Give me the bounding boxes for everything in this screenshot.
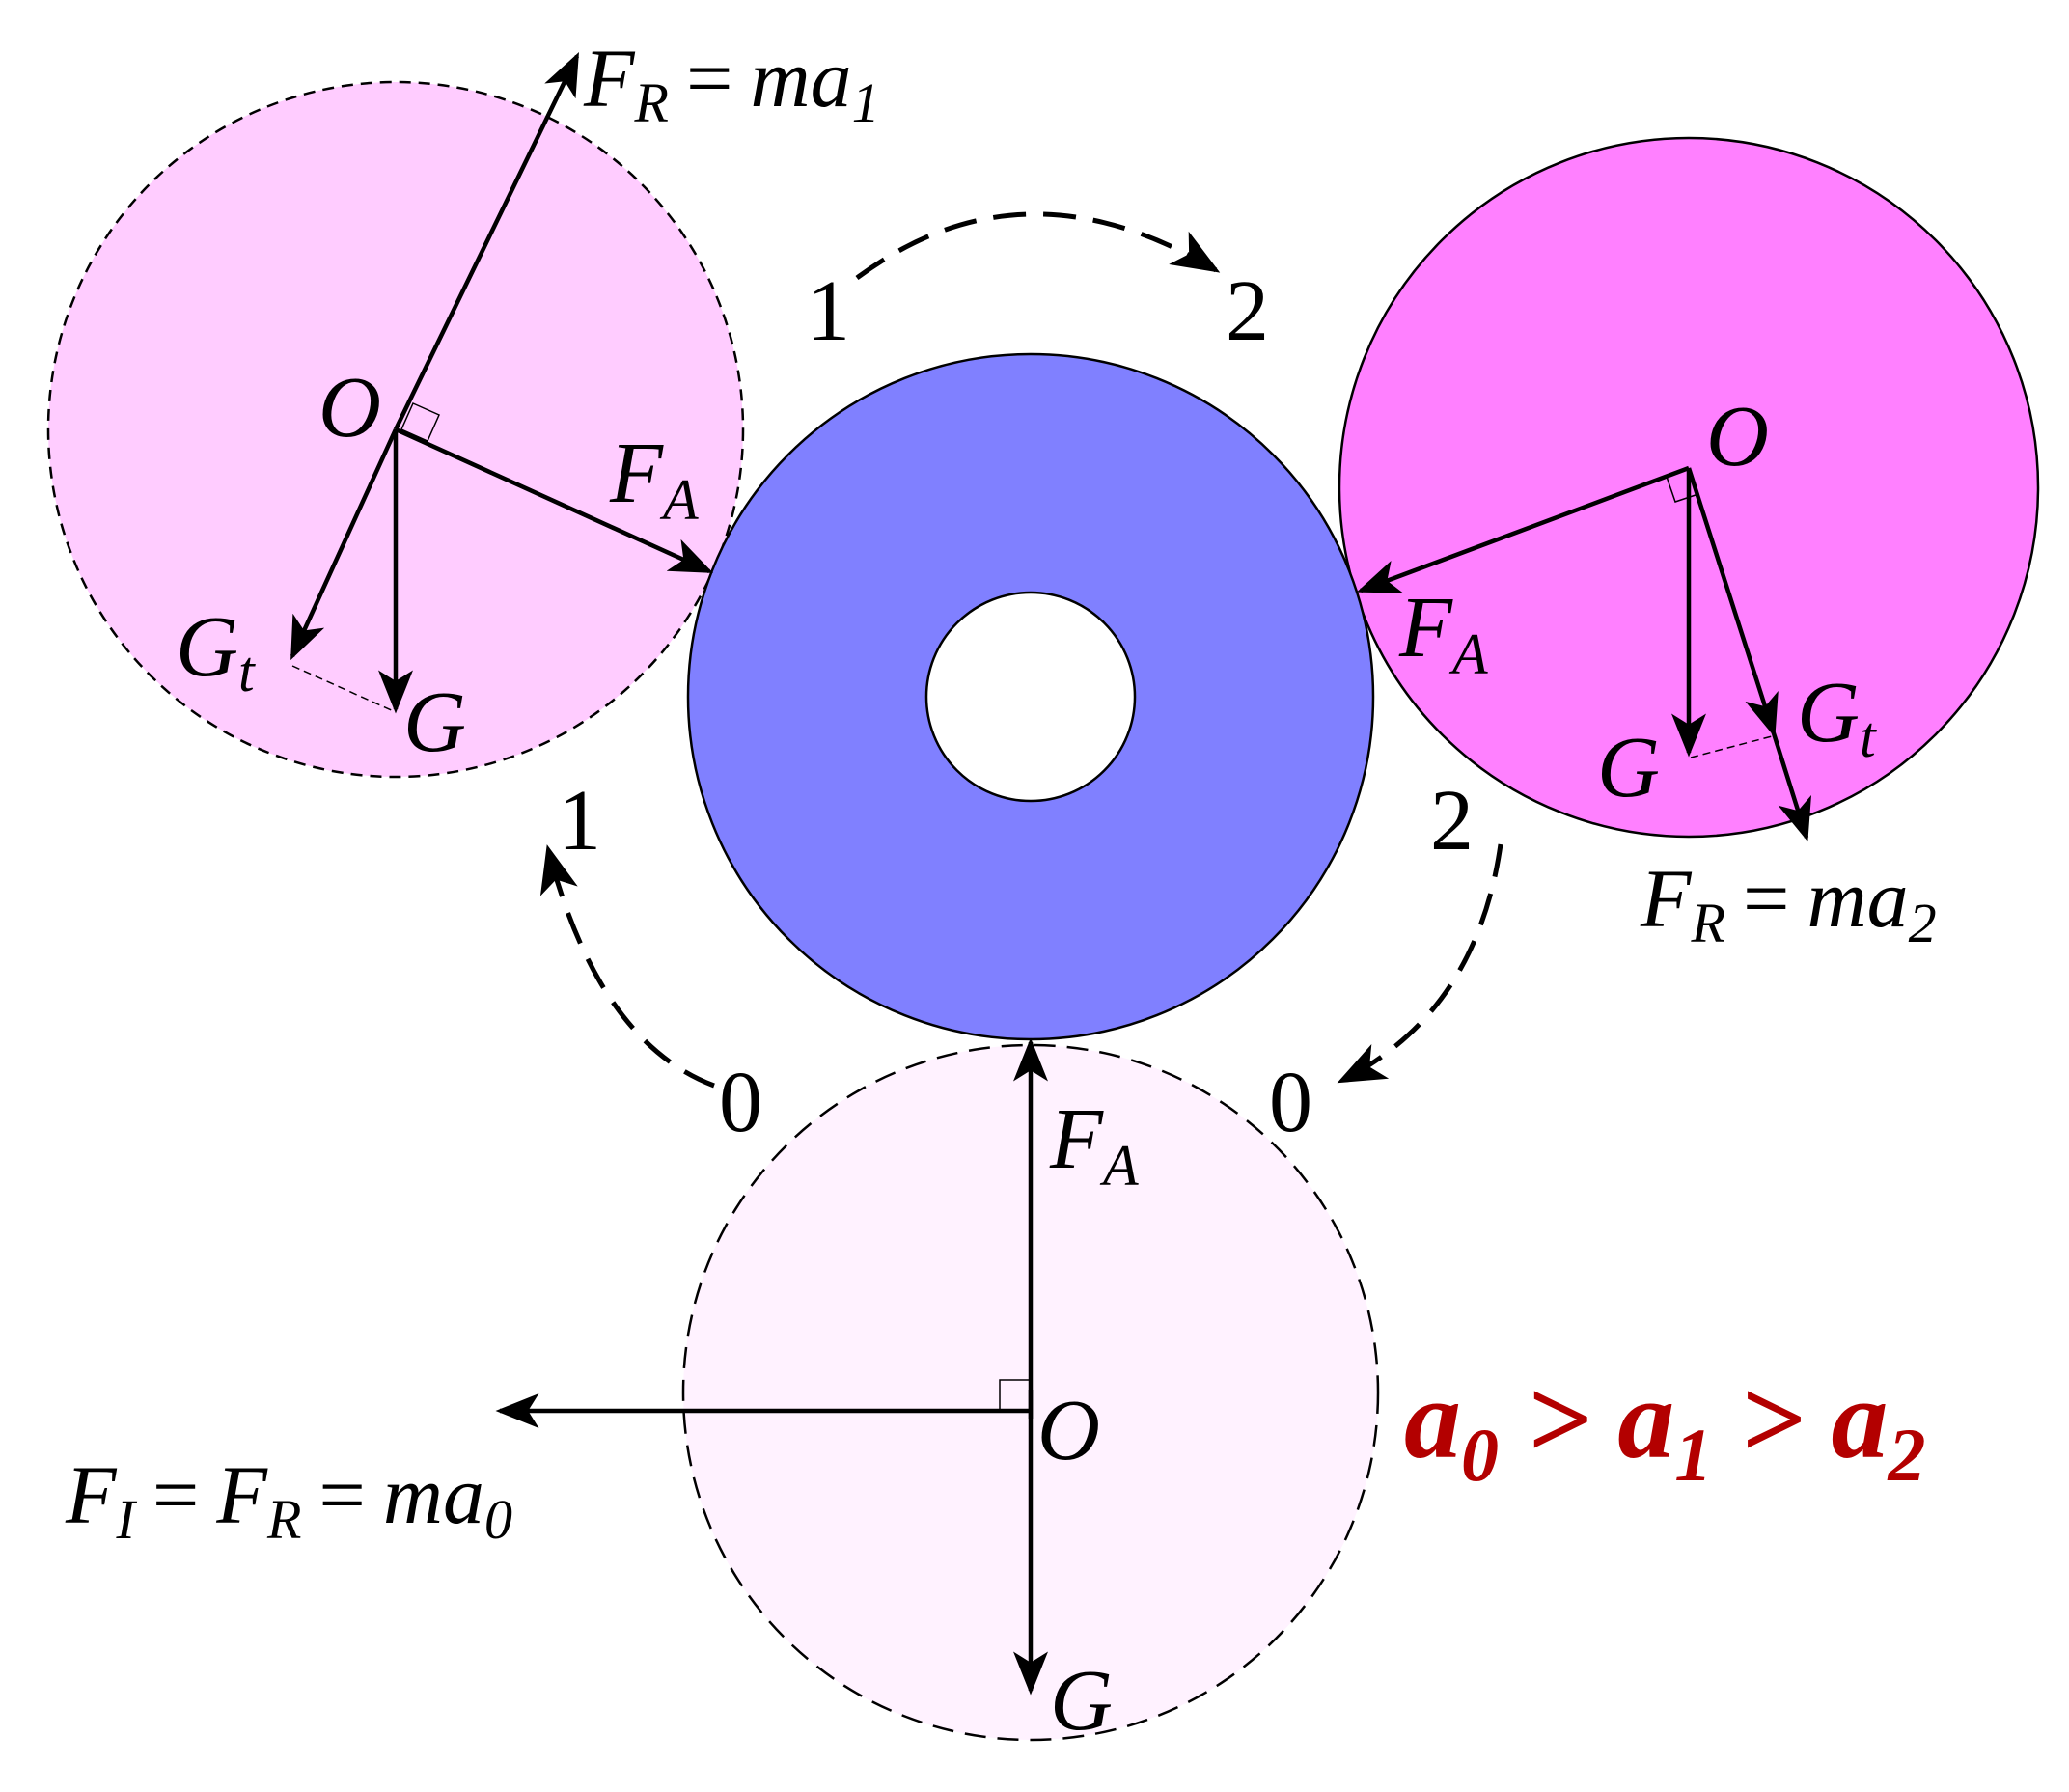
label-g-left: G — [403, 675, 466, 770]
rotation-arrow-0-to-1 — [539, 844, 715, 1089]
position-1-top: 1 — [807, 263, 850, 359]
drum-hole — [924, 591, 1137, 803]
arrow-fr-right — [1771, 732, 1812, 842]
right-angle-mark-bottom — [999, 1379, 1032, 1412]
arrow-fr-left — [393, 51, 580, 430]
component-guide-right — [1690, 734, 1777, 758]
right-angle-mark-left — [400, 402, 440, 442]
label-fr-ma2: FR=ma2 — [1640, 852, 1937, 954]
arrow-gt-left — [290, 428, 399, 661]
label-gt-right: Gt — [1797, 665, 1877, 769]
position-2-top: 2 — [1226, 263, 1269, 359]
label-fr-ma1: FR=ma1 — [583, 32, 880, 134]
rotation-arrow-1-to-2 — [855, 211, 1221, 281]
label-fa-right: FA — [1398, 580, 1488, 686]
arrow-fa-left — [395, 427, 714, 574]
label-fa-bottom: FA — [1049, 1091, 1139, 1198]
label-o-right: O — [1706, 389, 1769, 484]
arrow-gt-right — [1686, 467, 1779, 738]
position-0-left: 0 — [719, 1055, 762, 1150]
label-fi-fr-ma0: FI=FR=ma0 — [65, 1448, 512, 1551]
rotation-arrow-2-to-0 — [1337, 843, 1503, 1084]
label-g-right: G — [1597, 720, 1660, 815]
component-guide-left — [291, 665, 397, 713]
position-0-right: 0 — [1269, 1055, 1312, 1150]
arrow-fa-right — [1356, 465, 1690, 593]
position-2-right: 2 — [1430, 773, 1474, 868]
label-fa-left: FA — [609, 426, 699, 532]
label-g-bottom: G — [1050, 1653, 1113, 1749]
position-1-left: 1 — [558, 773, 601, 868]
label-o-bottom: O — [1037, 1383, 1100, 1478]
acceleration-relation: a0>a1>a2 — [1404, 1356, 1926, 1497]
right-angle-mark-right — [1666, 468, 1699, 503]
label-gt-left: Gt — [176, 599, 256, 703]
label-o-left: O — [318, 360, 381, 455]
